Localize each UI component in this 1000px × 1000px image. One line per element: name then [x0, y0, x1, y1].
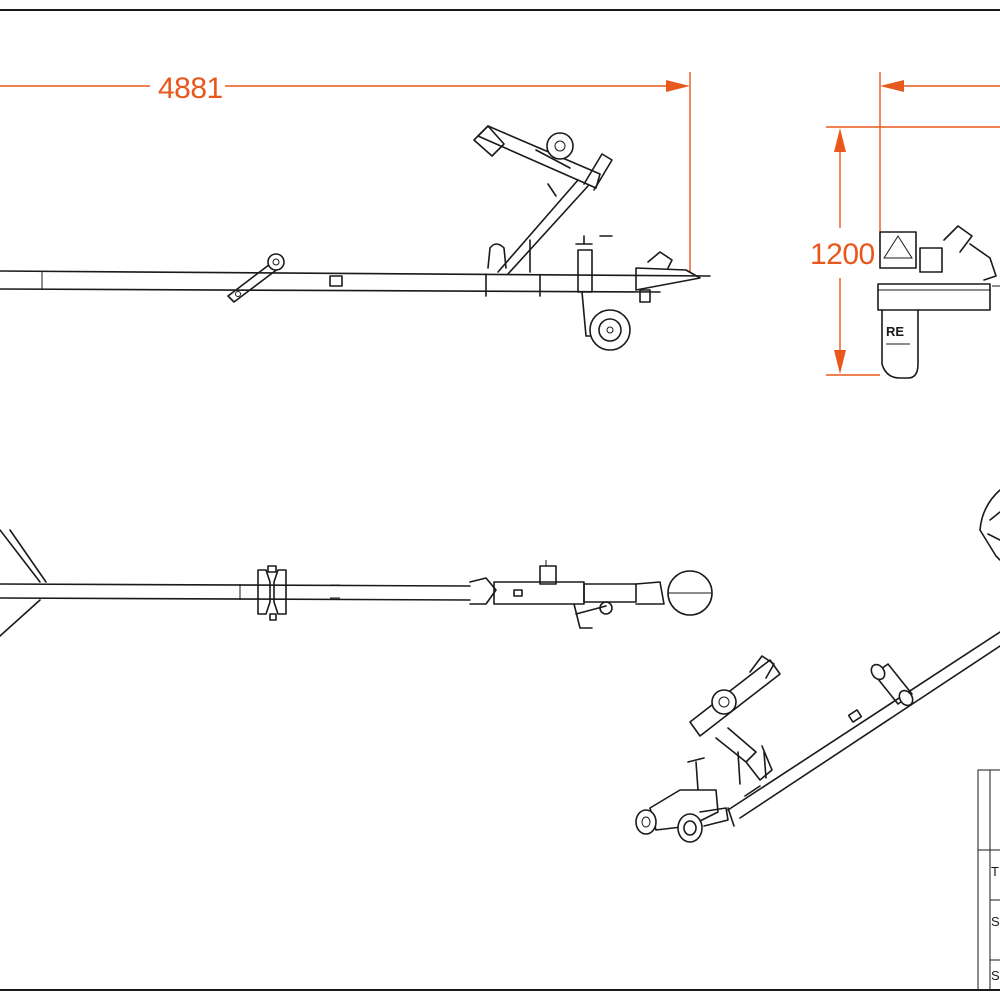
side-coupler: [635, 267, 701, 291]
iso-drawbar: [727, 631, 1000, 819]
drawing-frame: [0, 9, 1000, 991]
side-crank-handle: [227, 253, 285, 303]
side-bolt-plate: [329, 275, 343, 287]
side-jockey-wheel: [575, 235, 631, 351]
rear-skid-plate: [881, 309, 919, 379]
side-winch-post: [473, 125, 613, 297]
title-block: T S S: [977, 769, 1000, 991]
title-block-label-3: S: [991, 968, 1000, 983]
length-dimension: 4881: [0, 72, 691, 272]
top-a-frame: [0, 529, 47, 637]
iso-winch-post: [689, 655, 781, 785]
top-winch-bracket: [257, 565, 287, 621]
rear-view: RE: [877, 225, 1000, 379]
rear-axle-beam: [877, 283, 991, 311]
side-drawbar: [0, 270, 711, 293]
rear-logo: RE: [886, 324, 904, 339]
iso-coupler-jockey: [635, 757, 729, 843]
top-coupler-head: [469, 560, 637, 629]
isometric-view: [635, 489, 1000, 843]
iso-fender: [979, 489, 1000, 561]
side-view: [0, 125, 711, 351]
iso-roller: [870, 663, 914, 707]
top-jockey-wheel: [635, 570, 713, 616]
height-dimension: 1200: [810, 72, 1000, 376]
length-dimension-value: 4881: [158, 72, 223, 105]
top-drawbar: [0, 583, 471, 601]
rear-light-left: [879, 231, 917, 269]
height-dimension-value: 1200: [810, 238, 875, 271]
title-block-label-1: T: [991, 864, 999, 879]
title-block-label-2: S: [991, 914, 1000, 929]
top-view: [0, 529, 713, 637]
